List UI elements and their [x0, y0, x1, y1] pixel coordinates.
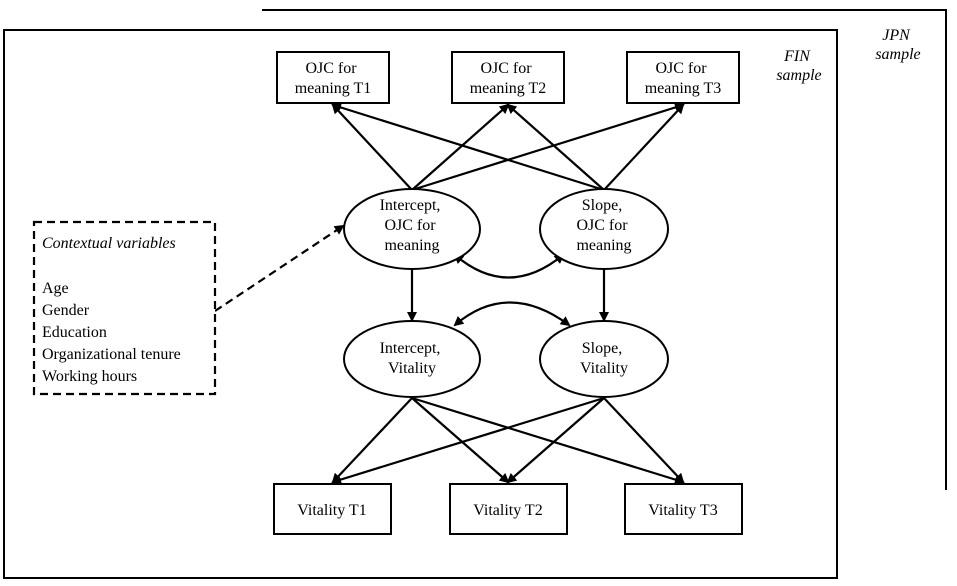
intercept-vitality-line-2: Vitality	[388, 360, 436, 377]
intercept-vitality-ellipse: Intercept, Vitality	[343, 320, 481, 398]
contextual-item-age: Age	[42, 280, 69, 297]
slope-ojc-line-3: meaning	[576, 237, 631, 254]
vitality-loading-arrows	[331, 396, 685, 485]
ojc-t1-line-1: OJC for	[305, 60, 357, 77]
slope-vitality-line-2: Vitality	[580, 360, 628, 377]
ojc-t3-box: OJC for meaning T3	[626, 51, 740, 104]
svg-text:OJC for meaning T2: OJC for meaning T2	[470, 60, 547, 97]
ojc-t1-line-2: meaning T1	[295, 80, 372, 97]
svg-text:OJC for meaning T1: OJC for meaning T1	[295, 60, 372, 97]
fin-sample-frame	[3, 29, 838, 579]
vitality-t2-box: Vitality T2	[449, 483, 568, 535]
intercept-ojc-line-3: meaning	[384, 237, 439, 254]
slope-vitality-ellipse: Slope, Vitality	[539, 320, 669, 398]
jpn-sample-frame	[262, 9, 947, 490]
contextual-variables-box: Contextual variables Age Gender Educatio…	[32, 220, 217, 396]
svg-text:Intercept, Vitality: Intercept, Vitality	[380, 340, 445, 377]
ojc-t3-line-2: meaning T3	[645, 80, 722, 97]
vitality-t1-label: Vitality T1	[297, 502, 366, 519]
fin-sample-line-1: FIN	[783, 48, 811, 65]
ojc-covariance-arc	[453, 253, 565, 279]
svg-text:Intercept, OJC for: Intercept, OJC for meaning	[380, 197, 445, 254]
jpn-sample-line-1: JPN	[882, 27, 911, 44]
contextual-effect-arrow	[214, 224, 345, 312]
contextual-variables-title: Contextual variables	[42, 235, 176, 252]
vitality-t3-box: Vitality T3	[624, 483, 743, 535]
svg-text:Slope, OJC for mea: Slope, OJC for meaning	[576, 197, 631, 254]
intercept-vitality-line-1: Intercept,	[380, 340, 441, 357]
slope-ojc-line-2: OJC for	[576, 217, 628, 234]
vitality-covariance-arc	[453, 301, 571, 327]
svg-text:OJC for meaning T3: OJC for meaning T3	[645, 60, 722, 97]
slope-vitality-line-1: Slope,	[582, 340, 622, 357]
vitality-t3-label: Vitality T3	[648, 502, 717, 519]
svg-text:Slope, Vitality: Slope, Vitality	[580, 340, 628, 377]
intercept-ojc-line-1: Intercept,	[380, 197, 441, 214]
jpn-sample-label: JPN sample	[875, 27, 920, 63]
fin-sample-line-2: sample	[776, 67, 821, 84]
slope-ojc-line-1: Slope,	[582, 197, 622, 214]
contextual-item-tenure: Organizational tenure	[42, 346, 181, 363]
intercept-ojc-line-2: OJC for	[384, 217, 436, 234]
fin-sample-label: FIN sample	[776, 48, 821, 84]
contextual-item-hours: Working hours	[42, 368, 137, 385]
contextual-variables-list: Age Gender Education Organizational tenu…	[42, 280, 185, 385]
ojc-t1-box: OJC for meaning T1	[276, 51, 390, 104]
ojc-t2-line-1: OJC for	[480, 60, 532, 77]
jpn-sample-line-2: sample	[875, 46, 920, 63]
ojc-t2-box: OJC for meaning T2	[451, 51, 565, 104]
ojc-loading-arrows	[331, 102, 685, 192]
slope-ojc-ellipse: Slope, OJC for meaning	[539, 188, 669, 270]
contextual-item-gender: Gender	[42, 302, 90, 319]
vitality-t2-label: Vitality T2	[473, 502, 542, 519]
vitality-t1-box: Vitality T1	[273, 483, 392, 535]
intercept-ojc-ellipse: Intercept, OJC for meaning	[343, 188, 481, 270]
ojc-t2-line-2: meaning T2	[470, 80, 547, 97]
ojc-t3-line-1: OJC for	[655, 60, 707, 77]
contextual-item-education: Education	[42, 324, 107, 341]
